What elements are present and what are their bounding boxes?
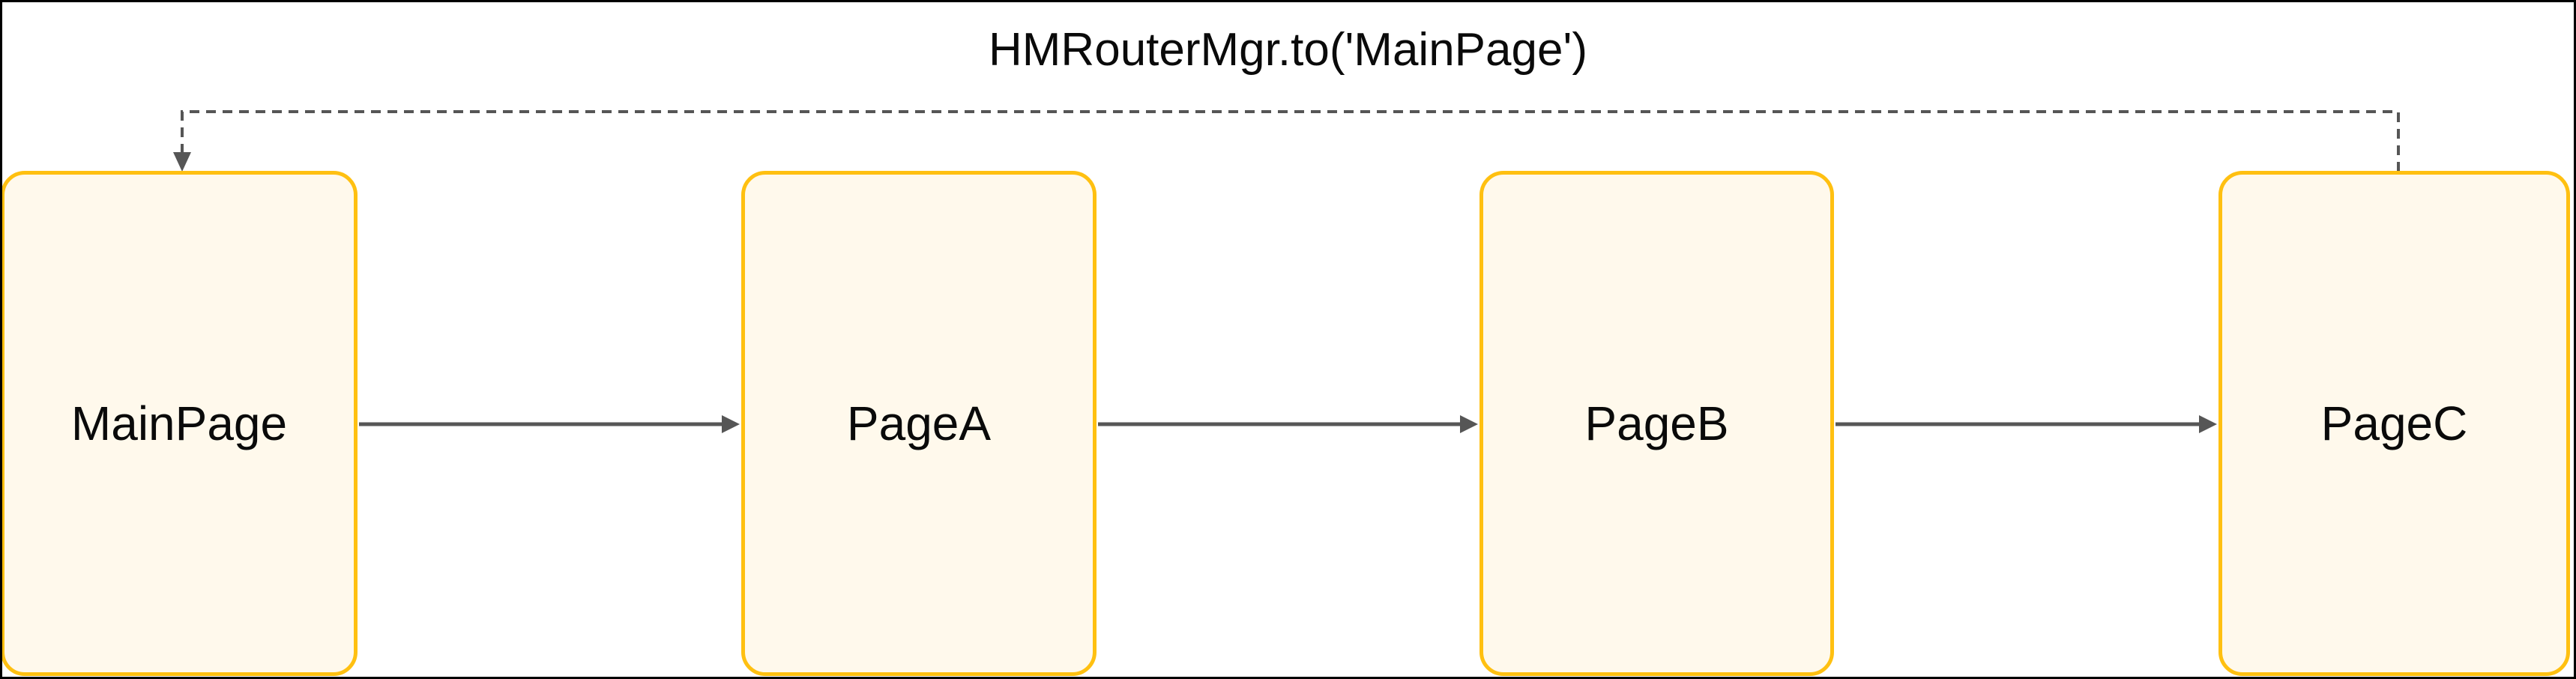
solid-arrow-pagea-to-pageb xyxy=(1098,415,1478,433)
node-mainpage-label: MainPage xyxy=(70,396,288,450)
dashed-return-arrow xyxy=(173,110,2400,172)
arrowhead-into-pagea xyxy=(722,415,740,433)
arrowhead-into-mainpage xyxy=(173,152,191,172)
node-mainpage: MainPage xyxy=(2,171,358,676)
node-pagea-label: PageA xyxy=(846,396,992,450)
solid-arrow-mainpage-to-pagea xyxy=(359,415,740,433)
return-edge-label: HMRouterMgr.to('MainPage') xyxy=(989,24,1587,76)
node-pagea: PageA xyxy=(741,171,1097,676)
node-pagec: PageC xyxy=(2218,171,2570,676)
solid-arrow-pageb-to-pagec xyxy=(1836,415,2217,433)
arrowhead-into-pageb xyxy=(1460,415,1478,433)
node-pageb-label: PageB xyxy=(1584,396,1729,450)
node-pagec-label: PageC xyxy=(2320,396,2468,450)
node-pageb: PageB xyxy=(1479,171,1834,676)
arrowhead-into-pagec xyxy=(2199,415,2217,433)
